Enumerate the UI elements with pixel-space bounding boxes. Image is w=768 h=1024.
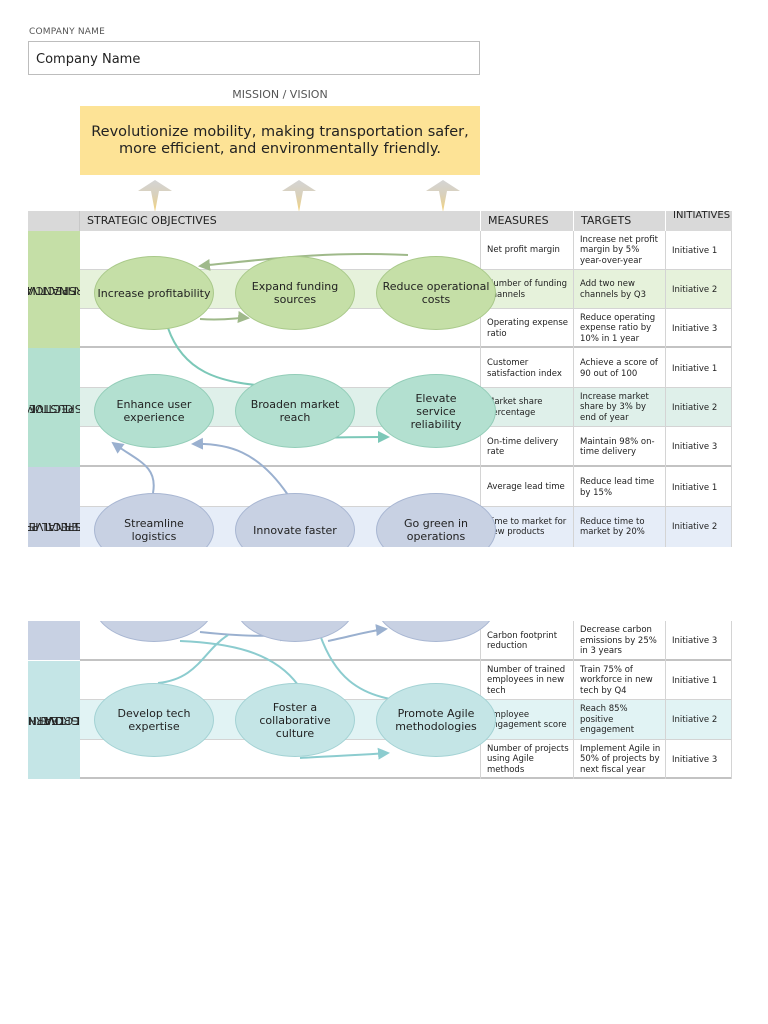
measure-internal-3: Carbon footprint reduction	[487, 630, 558, 652]
objective-innovate-faster[interactable]: Innovate faster	[235, 493, 355, 547]
mission-vision-label: MISSION / VISION	[232, 88, 328, 101]
target-financial-2: Add two new channels by Q3	[580, 279, 646, 300]
target-learning-3: Implement Agile in 50% of projects by ne…	[580, 743, 661, 775]
target-financial-1: Increase net profit margin by 5% year-ov…	[580, 234, 658, 266]
initiative-internal-3[interactable]: Initiative 3	[672, 636, 718, 646]
target-learning-2: Reach 85% positive engagement	[580, 704, 635, 736]
target-customer-3: Maintain 98% on-time delivery	[580, 436, 655, 458]
measure-customer-3: On-time delivery rate	[487, 436, 559, 458]
objective-foster-collaborative-culture[interactable]: Foster a collaborative culture	[235, 683, 355, 757]
objective-broaden-market-reach[interactable]: Broaden market reach	[235, 374, 355, 448]
up-arrow-icon	[138, 180, 172, 212]
measure-financial-1: Net profit margin	[487, 245, 560, 256]
measure-internal-1: Average lead time	[487, 482, 565, 493]
measure-learning-1: Number of trained employees in new tech	[487, 664, 566, 696]
objective-enhance-user-experience[interactable]: Enhance user experience	[94, 374, 214, 448]
objective-streamline-logistics[interactable]: Streamline logistics	[94, 493, 214, 547]
initiative-financial-2[interactable]: Initiative 2	[672, 284, 718, 295]
up-arrow-icon	[282, 180, 316, 212]
initiative-customer-1[interactable]: Initiative 1	[672, 363, 718, 374]
scorecard-upper: STRATEGIC OBJECTIVES MEASURES TARGETS IN…	[28, 211, 732, 547]
measure-learning-3: Number of projects using Agile methods	[487, 743, 569, 775]
mission-arrows	[138, 180, 460, 212]
initiative-financial-3[interactable]: Initiative 3	[672, 323, 718, 334]
objective-elevate-service-reliability[interactable]: Elevate service reliability	[376, 374, 496, 448]
mission-vision-text: Revolutionize mobility, making transport…	[91, 123, 469, 157]
perspective-customer: CUSTOMERPERSPECTIVE	[28, 348, 103, 467]
initiative-internal-2[interactable]: Initiative 2	[672, 522, 718, 532]
company-name-label: COMPANY NAME	[29, 27, 105, 37]
initiative-learning-1[interactable]: Initiative 1	[672, 675, 718, 686]
col-header-measures: MEASURES	[480, 211, 573, 231]
perspective-financial: FINANCIALPERSPECTIVE	[28, 231, 97, 348]
initiative-customer-2[interactable]: Initiative 2	[672, 402, 718, 413]
col-header-objectives: STRATEGIC OBJECTIVES	[80, 211, 480, 231]
target-customer-2: Increase market share by 3% by end of ye…	[580, 391, 649, 423]
objective-reduce-operational-costs[interactable]: Reduce operational costs	[376, 256, 496, 330]
initiative-learning-2[interactable]: Initiative 2	[672, 715, 718, 725]
objective-develop-tech-expertise[interactable]: Develop tech expertise	[94, 683, 214, 757]
measure-learning-2: Employee engagement score	[487, 709, 567, 731]
objective-increase-profitability[interactable]: Increase profitability	[94, 256, 214, 330]
perspective-internal-continued: INTERNAL PROCESSPERSPECTIVE	[28, 621, 80, 660]
target-internal-1: Reduce lead time by 15%	[580, 477, 655, 498]
initiative-customer-3[interactable]: Initiative 3	[672, 442, 718, 452]
measure-customer-2: Market share percentage	[487, 397, 543, 418]
col-header-initiatives: INITIATIVES	[665, 211, 732, 231]
objective-promote-agile-methodologies[interactable]: Promote Agile methodologies	[376, 683, 496, 757]
initiative-internal-1[interactable]: Initiative 1	[672, 482, 718, 493]
measure-customer-1: Customer satisfaction index	[487, 358, 562, 379]
measure-financial-2: Number of funding channels	[487, 279, 568, 300]
col-header-targets: TARGETS	[573, 211, 665, 231]
measure-financial-3: Operating expense ratio	[487, 318, 568, 339]
target-internal-2: Reduce time to market by 20%	[580, 516, 645, 538]
scorecard-lower: INTERNAL PROCESSPERSPECTIVE LEARNING &GR…	[28, 621, 732, 779]
initiative-financial-1[interactable]: Initiative 1	[672, 245, 718, 256]
mission-vision-box[interactable]: Revolutionize mobility, making transport…	[80, 106, 480, 175]
initiative-learning-3[interactable]: Initiative 3	[672, 754, 718, 765]
target-financial-3: Reduce operating expense ratio by 10% in…	[580, 312, 656, 344]
target-customer-1: Achieve a score of 90 out of 100	[580, 358, 658, 379]
company-name-field[interactable]: Company Name	[28, 41, 480, 75]
measure-internal-2: Time to market for new products	[487, 516, 567, 538]
target-learning-1: Train 75% of workforce in new tech by Q4	[580, 664, 653, 696]
objective-expand-funding-sources[interactable]: Expand funding sources	[235, 256, 355, 330]
up-arrow-icon	[426, 180, 460, 212]
target-internal-3: Decrease carbon emissions by 25% in 3 ye…	[580, 625, 657, 657]
perspective-internal: INTERNAL PROCESSPERSPECTIVE	[28, 467, 103, 547]
